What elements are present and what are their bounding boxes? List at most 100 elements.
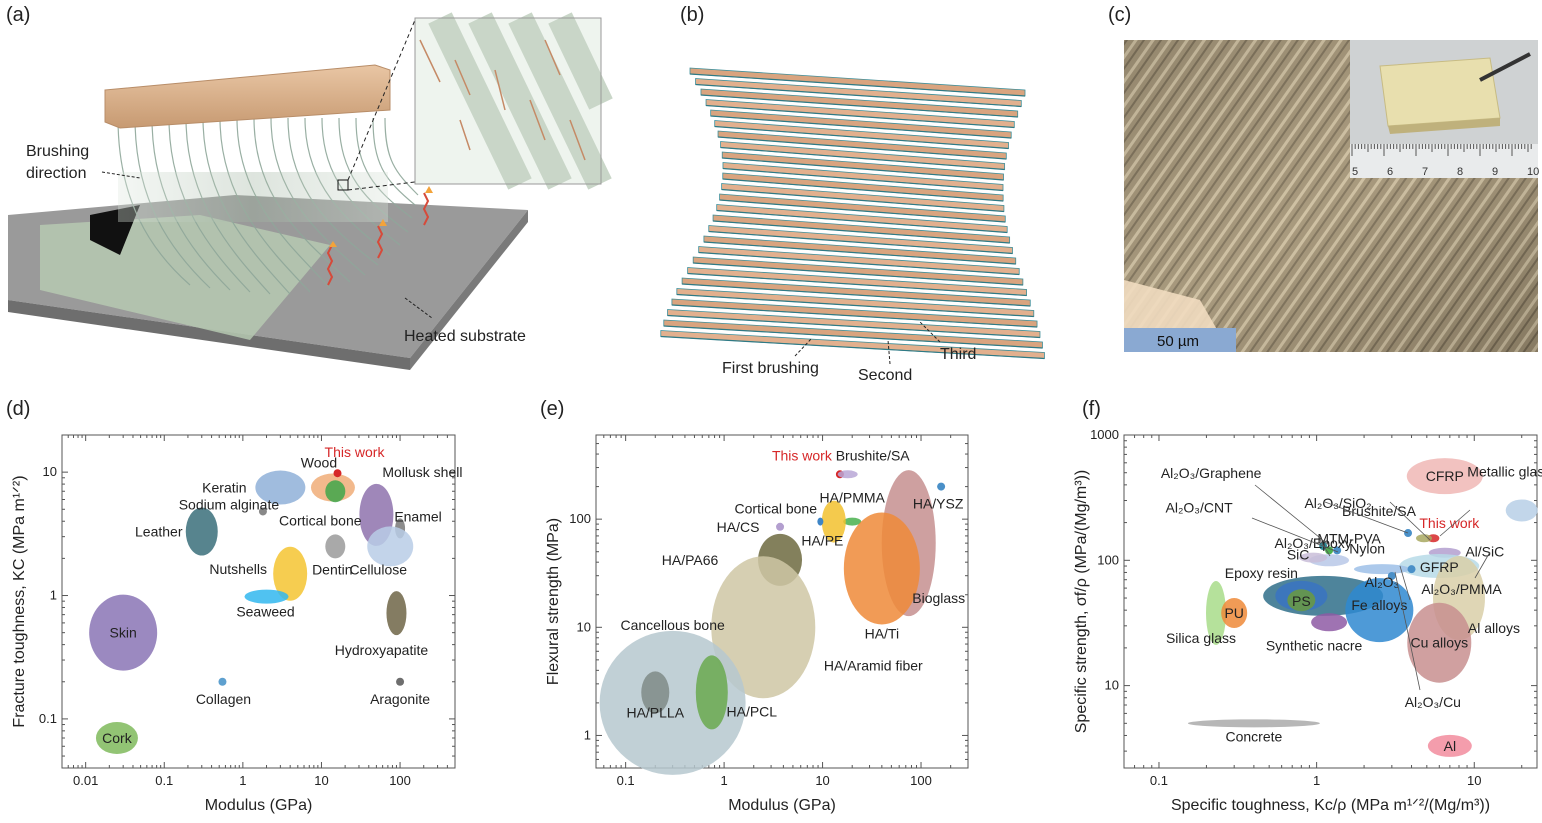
substrate-label: Heated substrate xyxy=(404,328,526,345)
region-label: HA/PLLA xyxy=(626,704,684,720)
region-label: This work xyxy=(1419,515,1480,531)
x-axis-label: Specific toughness, Kc/ρ (MPa m¹ᐟ²/(Mg/m… xyxy=(1171,797,1490,814)
y-axis-label: Fracture toughness, KC (MPa m¹ᐟ²) xyxy=(11,475,28,727)
region-nutshells xyxy=(273,546,308,601)
region-al2o3-pmma xyxy=(1407,565,1416,574)
region-label: Cancellous bone xyxy=(620,617,725,633)
y-tick-label: 1 xyxy=(584,727,591,742)
region-label: Al₂O₃/Graphene xyxy=(1161,465,1262,481)
region-label: Concrete xyxy=(1225,728,1282,744)
direction-label: direction xyxy=(26,165,86,182)
x-tick-label: 0.1 xyxy=(617,773,635,788)
region-label: SiC xyxy=(1287,547,1310,563)
panel-a-label: (a) xyxy=(6,4,31,26)
region-label: Aragonite xyxy=(370,691,430,707)
region-dentin xyxy=(325,534,346,559)
region-label: PU xyxy=(1224,605,1243,621)
region-label: Cork xyxy=(102,730,133,746)
x-tick-label: 10 xyxy=(314,773,328,788)
leader-line xyxy=(1439,509,1471,537)
region-label: Sodium alginate xyxy=(179,496,280,512)
region-ps xyxy=(1287,589,1316,612)
x-tick-label: 0.1 xyxy=(1150,773,1168,788)
region-label: Skin xyxy=(110,625,137,641)
region-label: Cortical bone xyxy=(279,512,362,528)
ruler-tick-label: 8 xyxy=(1457,166,1463,178)
region-label: CFRP xyxy=(1426,468,1464,484)
panel-e-label: (e) xyxy=(540,398,565,420)
region-ha-pe xyxy=(817,517,824,526)
region-cu-alloys xyxy=(1407,602,1472,683)
x-tick-label: 1 xyxy=(720,773,727,788)
region-brushite-sa xyxy=(837,470,858,479)
region-ha-pcl xyxy=(695,655,728,730)
region-label: Al₂O₃/CNT xyxy=(1166,499,1234,515)
second-label: Second xyxy=(858,367,912,384)
region-pu xyxy=(1221,597,1248,628)
region-label: Collagen xyxy=(196,691,251,707)
brush-head xyxy=(104,64,391,129)
region-aragonite xyxy=(396,677,405,686)
x-tick-label: 1 xyxy=(239,773,246,788)
region-silica-glass xyxy=(1205,580,1226,645)
region-label: HA/PCL xyxy=(727,703,778,719)
region-label: Bioglass xyxy=(912,590,965,606)
region-label: This work xyxy=(772,447,833,463)
region-label: Seaweed xyxy=(236,604,294,620)
direction-pointer xyxy=(101,171,141,179)
region-label: Dentin xyxy=(312,561,352,577)
x-tick-label: 0.1 xyxy=(155,773,173,788)
substrate-side-right xyxy=(410,210,528,370)
y-axis-label: Flexural strength (MPa) xyxy=(545,518,562,685)
region-sodium-alginate xyxy=(258,507,267,516)
x-tick-label: 100 xyxy=(910,773,932,788)
scalebar-label: 50 µm xyxy=(1157,333,1199,350)
region-label: HA/Ti xyxy=(865,625,899,641)
region-ha-ti xyxy=(843,512,920,625)
plot-frame xyxy=(595,434,969,769)
region-al2o3-cu xyxy=(1387,571,1396,580)
x-tick-label: 100 xyxy=(389,773,411,788)
panel-d-label: (d) xyxy=(6,398,31,420)
region-label: Al₂O₃/Epoxy xyxy=(1275,535,1352,551)
region-label: Al₂O₃/SiO₂ xyxy=(1304,495,1371,511)
first-pointer xyxy=(794,337,813,357)
region-label: Epoxy resin xyxy=(1225,565,1298,581)
region-label: Hydroxyapatite xyxy=(335,642,429,658)
region-label: Silica glass xyxy=(1166,630,1236,646)
region-al2o3-cnt xyxy=(1325,546,1334,555)
region-label: Mollusk shell xyxy=(382,464,462,480)
y-tick-label: 1 xyxy=(50,588,57,603)
heat-arrow-2-head xyxy=(379,219,387,226)
y-tick-label: 10 xyxy=(43,464,57,479)
region-label: Nylon xyxy=(1349,540,1385,556)
region-al2o3 xyxy=(1354,564,1411,575)
x-tick-label: 10 xyxy=(815,773,829,788)
region-label: Al₂O₃ xyxy=(1365,574,1399,590)
region-label: Cu alloys xyxy=(1410,635,1468,651)
region-cellulose xyxy=(367,526,414,567)
region-skin xyxy=(89,594,158,671)
first-brushing-label: First brushing xyxy=(722,360,819,377)
region-label: This work xyxy=(325,444,386,460)
y-tick-label: 1000 xyxy=(1090,427,1119,442)
panel-c-label: (c) xyxy=(1108,4,1132,26)
panel-b-label: (b) xyxy=(680,4,705,26)
leader-line xyxy=(1389,501,1431,541)
region-metallic-glasses xyxy=(1505,499,1538,522)
region-ha-cs xyxy=(776,522,785,531)
region-label: Al₂O₃/PMMA xyxy=(1421,581,1502,597)
region-label: HA/Aramid fiber xyxy=(824,657,923,673)
heat-arrow-1 xyxy=(326,244,334,286)
region-al2o3-sio2 xyxy=(1404,529,1413,538)
heat-arrow-2 xyxy=(376,225,384,259)
region-label: Keratin xyxy=(202,480,246,496)
y-tick-label: 100 xyxy=(1097,552,1119,567)
region-keratin xyxy=(255,470,306,505)
region-concrete xyxy=(1187,719,1320,728)
leader-line xyxy=(1319,539,1331,557)
leader-line xyxy=(1474,551,1491,579)
